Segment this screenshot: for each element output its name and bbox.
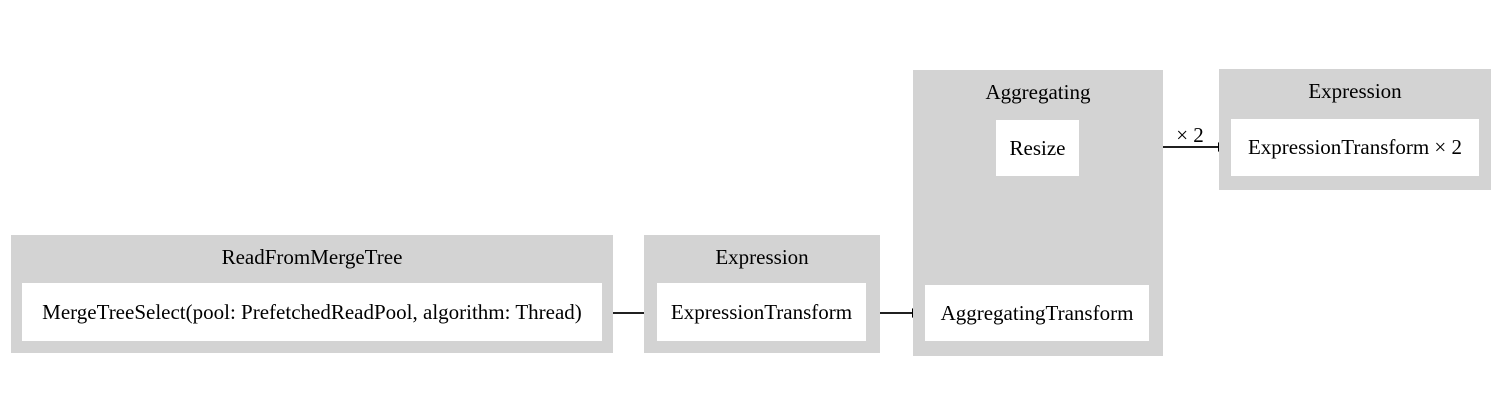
cluster-expression-2: Expression ExpressionTransform × 2: [1219, 69, 1491, 190]
cluster-label: Expression: [1308, 79, 1402, 103]
node-aggregatingtransform: AggregatingTransform: [925, 285, 1149, 341]
cluster-expression-1: Expression ExpressionTransform: [644, 235, 880, 353]
node-expressiontransform: ExpressionTransform: [657, 283, 866, 341]
node-resize: Resize: [996, 120, 1079, 176]
node-mergetreeselect: MergeTreeSelect(pool: PrefetchedReadPool…: [22, 283, 602, 341]
node-expressiontransform-x2: ExpressionTransform × 2: [1231, 119, 1479, 176]
cluster-label: Aggregating: [985, 80, 1091, 104]
cluster-label: Expression: [715, 245, 809, 269]
cluster-label: ReadFromMergeTree: [221, 245, 403, 269]
cluster-aggregating: Aggregating Resize AggregatingTransform: [913, 70, 1163, 356]
edge-label-x2: × 2: [1176, 123, 1204, 147]
cluster-readfrommergetree: ReadFromMergeTree MergeTreeSelect(pool: …: [11, 235, 613, 353]
